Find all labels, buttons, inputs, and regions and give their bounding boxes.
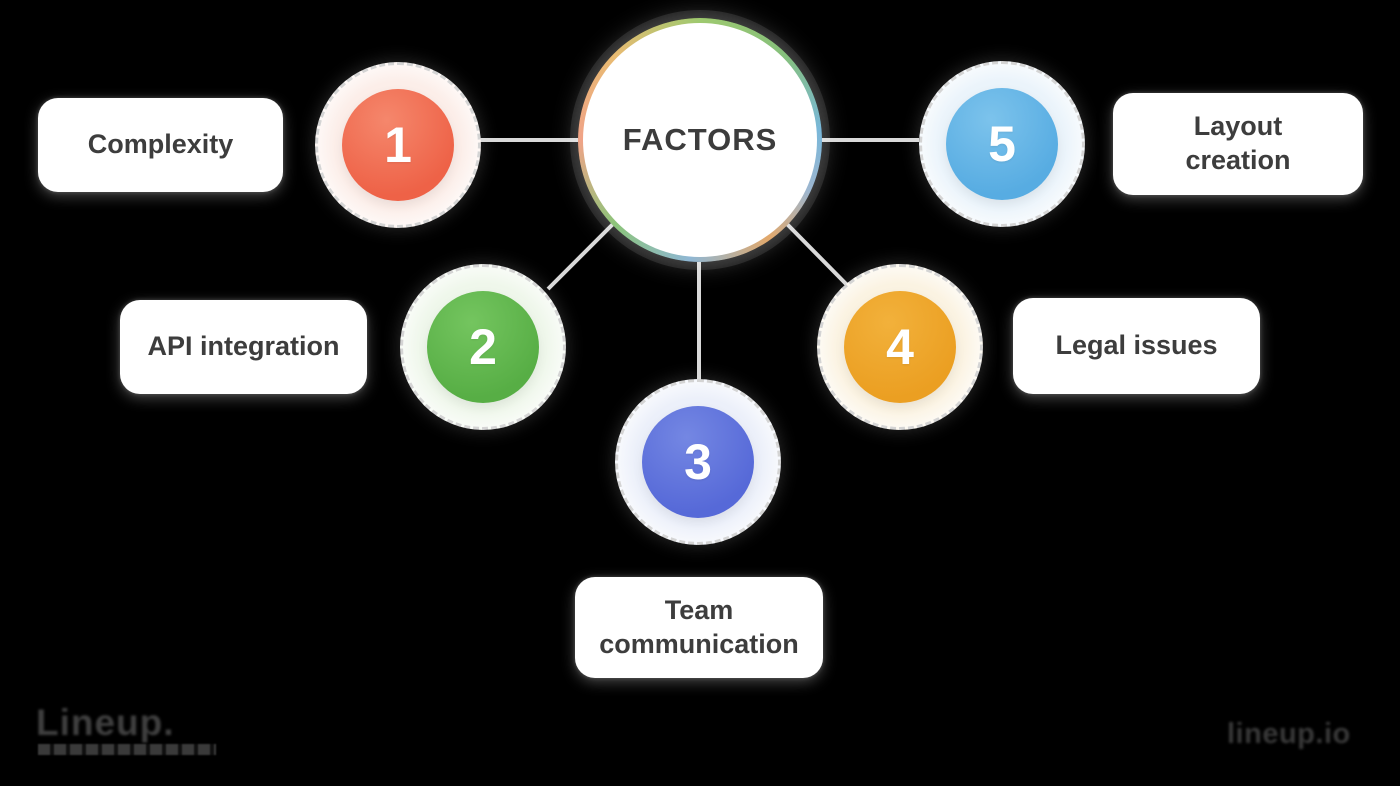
- factor-2-number: 2: [469, 319, 497, 375]
- factor-4-badge: 4: [844, 291, 956, 403]
- factor-4-number: 4: [886, 319, 914, 375]
- label-box-layout-creation: Layout creation: [1113, 93, 1363, 195]
- watermark-logo-tagline: [38, 744, 216, 755]
- label-layout-creation: Layout creation: [1185, 111, 1291, 175]
- factor-4-circle: 4: [817, 264, 983, 430]
- central-factors-circle: FACTORS: [578, 18, 822, 262]
- factor-3-number: 3: [684, 434, 712, 490]
- connector-line-factor4: [784, 221, 854, 292]
- label-complexity: Complexity: [87, 129, 234, 160]
- label-api-integration: API integration: [147, 331, 340, 362]
- label-box-team-communication: Team communication: [575, 577, 823, 678]
- label-box-legal-issues: Legal issues: [1013, 298, 1260, 394]
- factor-2-badge: 2: [427, 291, 539, 403]
- label-legal-issues: Legal issues: [1055, 330, 1218, 361]
- label-box-api-integration: API integration: [120, 300, 367, 394]
- central-circle-face: FACTORS: [583, 23, 817, 257]
- factor-1-number: 1: [384, 117, 412, 173]
- factor-5-circle: 5: [919, 61, 1085, 227]
- connector-line-factor2: [546, 222, 615, 291]
- watermark-logo: Lineup.: [36, 702, 175, 743]
- label-team-communication: Team communication: [599, 594, 799, 659]
- central-title: FACTORS: [622, 122, 778, 157]
- factor-3-circle: 3: [615, 379, 781, 545]
- factor-1-circle: 1: [315, 62, 481, 228]
- watermark-site-url: lineup.io: [1227, 718, 1351, 750]
- factor-2-circle: 2: [400, 264, 566, 430]
- factor-3-badge: 3: [642, 406, 754, 518]
- factor-5-number: 5: [988, 116, 1016, 172]
- factor-1-badge: 1: [342, 89, 454, 201]
- label-box-complexity: Complexity: [38, 98, 283, 192]
- factor-5-badge: 5: [946, 88, 1058, 200]
